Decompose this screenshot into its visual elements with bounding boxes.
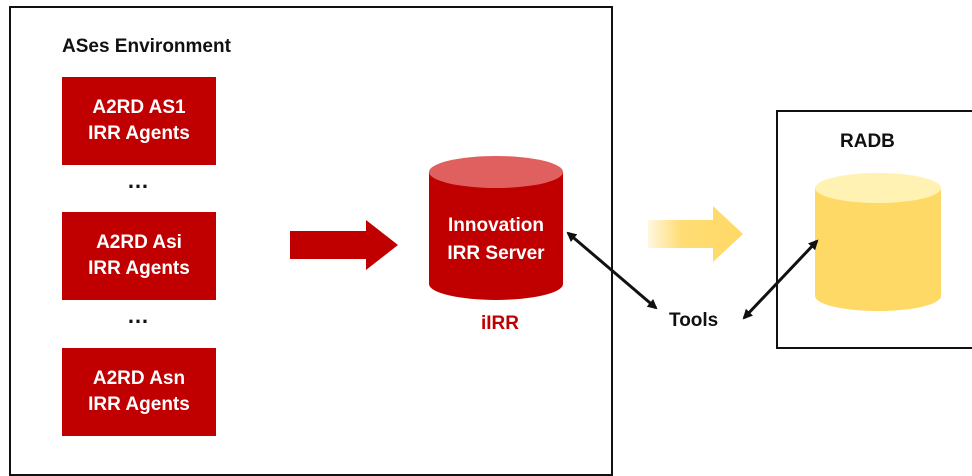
radb-title: RADB [840,131,895,152]
radb-cylinder [815,173,941,311]
irr-server-cylinder [429,156,563,300]
server-label: Innovation IRR Server [429,212,563,268]
agent-as1-type: IRR Agents [88,123,190,144]
agent-asi-type: IRR Agents [88,258,190,279]
yellow-right-arrow-icon [648,206,743,262]
agent-as1-name: A2RD AS1 [92,97,186,118]
server-caption: iIRR [481,313,519,334]
diagram-graphics [290,156,941,320]
server-label-line2: IRR Server [447,243,545,264]
tools-label: Tools [669,310,719,331]
agent-as1-box: A2RD AS1 IRR Agents [62,77,216,165]
agent-asn-type: IRR Agents [88,394,190,415]
agent-asn-name: A2RD Asn [92,368,186,389]
radb-box [776,110,972,349]
ellipsis-2: … [127,303,151,328]
double-headed-arrow-icon [742,239,819,320]
ellipsis-1: … [127,168,151,193]
server-label-line1: Innovation [447,215,545,236]
environment-title: ASes Environment [62,36,231,57]
red-right-arrow-icon [290,220,398,270]
agent-asi-box: A2RD Asi IRR Agents [62,212,216,300]
agent-asn-box: A2RD Asn IRR Agents [62,348,216,436]
double-headed-arrow-icon [566,231,658,310]
agent-asi-name: A2RD Asi [96,232,182,253]
